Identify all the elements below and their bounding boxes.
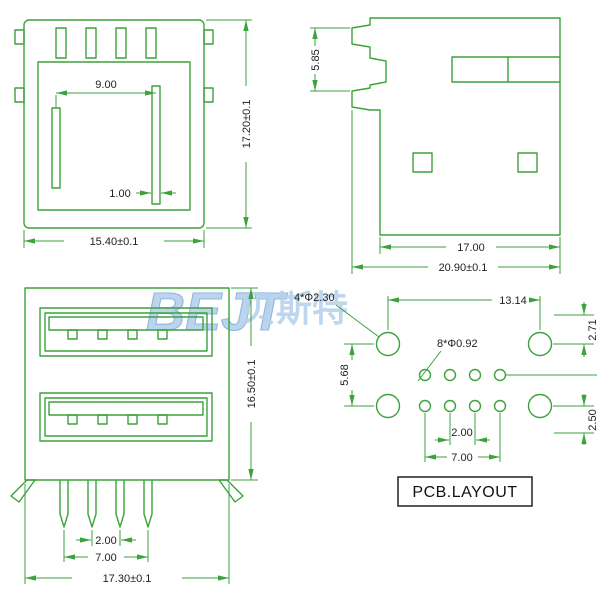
callout-8xd0-92-label: 8*Φ0.92 bbox=[437, 338, 478, 350]
top-view-contact-right bbox=[151, 85, 161, 205]
top-view-mount-tabs bbox=[14, 29, 214, 103]
dim-2-00-front-label: 2.00 bbox=[95, 535, 116, 547]
watermark-cjk-text: 贝斯特 bbox=[240, 289, 348, 330]
top-view: 9.00 1.00 15.40±0.1 17.20±0.1 bbox=[14, 19, 253, 248]
dim-5-85-label: 5.85 bbox=[310, 49, 322, 70]
dim-pin-span-front: 7.00 bbox=[63, 530, 149, 564]
dim-17-00-label: 17.00 bbox=[457, 242, 485, 254]
callout-pin-holes: 8*Φ0.92 bbox=[417, 338, 478, 382]
dim-contact-width: 1.00 bbox=[109, 188, 176, 200]
usb-port-bottom bbox=[39, 392, 213, 442]
dim-hole-span: 7.00 bbox=[424, 413, 501, 464]
top-view-cavity bbox=[37, 61, 191, 211]
dim-7-00-front-label: 7.00 bbox=[95, 552, 116, 564]
callout-4xd2-30-label: 4*Φ2.30 bbox=[294, 292, 335, 304]
side-view-hole-left bbox=[412, 152, 433, 173]
dim-front-height: 16.50±0.1 bbox=[231, 287, 258, 481]
front-view-pins bbox=[59, 480, 153, 528]
dim-row-span: 5.68 bbox=[339, 343, 374, 407]
dim-2-71-label: 2.71 bbox=[587, 319, 599, 340]
pcb-pin-holes bbox=[418, 368, 507, 413]
side-view-hole-right bbox=[517, 152, 538, 173]
dim-hole-pitch: 2.00 bbox=[435, 413, 490, 445]
pcb-layout-title-label: PCB.LAYOUT bbox=[412, 484, 517, 501]
dim-body-depth: 17.00 bbox=[379, 237, 561, 274]
front-view: 2.00 7.00 17.30±0.1 16.50±0.1 bbox=[10, 287, 258, 585]
pcb-layout-view: 4*Φ2.30 8*Φ0.92 13.14 2.71 5.68 bbox=[294, 292, 599, 507]
front-view-body bbox=[24, 287, 230, 481]
dim-mount-span: 13.14 bbox=[387, 295, 541, 330]
side-view-outline bbox=[351, 17, 561, 236]
pcb-mount-holes bbox=[375, 331, 553, 419]
top-view-shell bbox=[23, 19, 205, 229]
dim-total-depth: 20.90±0.1 bbox=[351, 110, 560, 274]
top-view-contact-left bbox=[51, 107, 61, 189]
dim-bottom-offset: 2.50 bbox=[553, 394, 599, 445]
dim-7-00-pcb-label: 7.00 bbox=[451, 452, 472, 464]
dim-2-00-pcb-label: 2.00 bbox=[451, 427, 472, 439]
side-view-latch-window bbox=[451, 56, 509, 83]
dim-top-offset: 2.71 bbox=[553, 302, 599, 357]
dim-15-40-label: 15.40±0.1 bbox=[90, 236, 139, 248]
dim-20-90-label: 20.90±0.1 bbox=[439, 262, 488, 274]
watermark-latin-text: BEJT bbox=[146, 282, 288, 342]
side-view: 5.85 17.00 20.90±0.1 bbox=[310, 17, 561, 274]
dim-9-00-label: 9.00 bbox=[95, 79, 116, 91]
dim-17-20-label: 17.20±0.1 bbox=[241, 100, 253, 149]
usb-port-top bbox=[39, 307, 213, 357]
pcb-layout-title-box bbox=[397, 476, 533, 507]
watermark: BEJT 贝斯特 bbox=[145, 281, 348, 342]
dim-16-50-label: 16.50±0.1 bbox=[246, 360, 258, 409]
dim-slot-pitch: 9.00 bbox=[55, 79, 156, 108]
pcb-layout-title: PCB.LAYOUT bbox=[397, 476, 533, 507]
dim-top-depth: 17.20±0.1 bbox=[206, 19, 253, 229]
dim-front-width: 17.30±0.1 bbox=[24, 484, 230, 585]
callout-mount-holes: 4*Φ2.30 bbox=[294, 292, 380, 338]
top-view-slots bbox=[55, 27, 157, 59]
dim-2-50-label: 2.50 bbox=[587, 409, 599, 430]
dim-pin-pitch-front: 2.00 bbox=[76, 530, 136, 547]
dim-13-14-label: 13.14 bbox=[499, 295, 527, 307]
dim-latch-height: 5.85 bbox=[310, 27, 350, 92]
dim-1-00-label: 1.00 bbox=[109, 188, 130, 200]
dim-top-width: 15.40±0.1 bbox=[23, 230, 205, 248]
dim-5-68-label: 5.68 bbox=[339, 364, 351, 385]
front-view-mount-legs bbox=[10, 479, 244, 503]
dim-17-30-label: 17.30±0.1 bbox=[103, 573, 152, 585]
